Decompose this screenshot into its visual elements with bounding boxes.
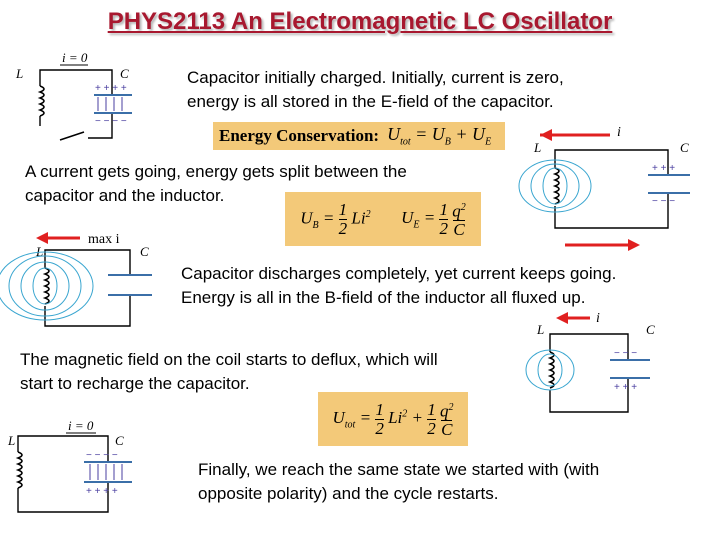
svg-text:i = 0: i = 0 <box>68 418 94 433</box>
page-title: PHYS2113 An Electromagnetic LC Oscillato… <box>107 8 613 35</box>
svg-text:− − −: − − − <box>614 348 637 359</box>
svg-text:+ + + +: + + + + <box>95 83 127 94</box>
svg-text:L: L <box>536 322 544 337</box>
caption-2-line-2: capacitor and the inductor. <box>25 186 225 205</box>
svg-text:+ + +: + + + <box>614 382 637 393</box>
capacitor-label: C <box>120 66 129 81</box>
energy-conservation-equation: Energy Conservation: Utot = UB + UE <box>213 122 505 150</box>
svg-text:C: C <box>680 140 689 155</box>
svg-text:+ + + +: + + + + <box>86 486 118 497</box>
svg-text:+ + +: + + + <box>652 163 675 174</box>
svg-text:C: C <box>140 244 149 259</box>
current-label: i <box>617 125 621 140</box>
svg-text:L: L <box>533 140 541 155</box>
caption-1-line-2: energy is all stored in the E-field of t… <box>187 92 554 111</box>
svg-text:i: i <box>596 311 600 326</box>
svg-text:− − − −: − − − − <box>86 450 118 461</box>
inductor-label: L <box>15 66 23 81</box>
svg-text:− − − −: − − − − <box>95 116 127 127</box>
caption-3-line-1: Capacitor discharges completely, yet cur… <box>181 264 617 283</box>
caption-2-line-1: A current gets going, energy gets split … <box>25 162 407 181</box>
zero-current-label: i = 0 <box>62 50 88 65</box>
max-current-label: max i <box>88 232 120 247</box>
svg-text:− − −: − − − <box>652 196 675 207</box>
caption-5-line-1: Finally, we reach the same state we star… <box>198 460 600 479</box>
caption-5-line-2: opposite polarity) and the cycle restart… <box>198 484 499 503</box>
svg-text:C: C <box>646 322 655 337</box>
caption-3-line-2: Energy is all in the B-field of the indu… <box>181 288 586 307</box>
energy-conservation-label: Energy Conservation: <box>219 126 380 145</box>
caption-4-line-1: The magnetic field on the coil starts to… <box>20 350 438 369</box>
svg-text:L: L <box>35 244 43 259</box>
svg-text:C: C <box>115 433 124 448</box>
caption-1-line-1: Capacitor initially charged. Initially, … <box>187 68 564 87</box>
caption-4-line-2: start to recharge the capacitor. <box>20 374 250 393</box>
svg-text:L: L <box>7 433 15 448</box>
